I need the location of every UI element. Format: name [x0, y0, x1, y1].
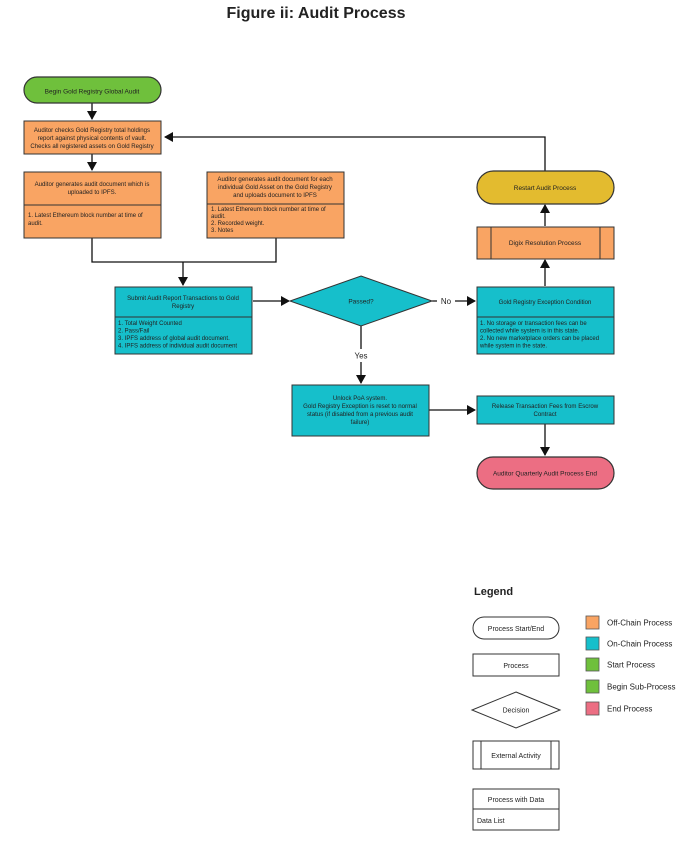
legend-data-list-label: Data List	[477, 818, 505, 825]
generate-individual-line-1: Auditor generates audit document for eac…	[217, 176, 332, 183]
legend-decision-shape	[470, 691, 562, 729]
legend-color-on-chain: On-Chain Process	[607, 640, 672, 649]
passed-decision-node: Passed?	[288, 275, 434, 327]
generate-individual-data-1: 1. Latest Ethereum block number at time …	[211, 207, 326, 213]
unlock-poa-line-1: Unlock PoA system.	[333, 395, 387, 402]
generate-individual-data-4: 3. Notes	[211, 228, 233, 234]
legend-swatch-end	[585, 701, 600, 716]
legend-color-start: Start Process	[607, 661, 655, 670]
passed-decision-label: Passed?	[348, 299, 374, 306]
legend: Legend Process Start/End Process Decisio…	[470, 586, 675, 831]
figure-title: Figure ii: Audit Process	[227, 5, 406, 22]
release-fees-line-1: Release Transaction Fees from Escrow	[492, 403, 599, 410]
legend-decision-label: Decision	[503, 708, 530, 715]
restart-audit-label: Restart Audit Process	[514, 185, 577, 192]
arrow-restart-to-check	[164, 132, 546, 171]
check-holdings-node: Auditor checks Gold Registry total holdi…	[23, 120, 162, 155]
generate-individual-line-3: and uploads document to IPFS	[233, 192, 317, 199]
unlock-poa-line-4: failure)	[351, 419, 370, 426]
check-holdings-line-3: Checks all registered assets on Gold Reg…	[30, 143, 154, 150]
generate-individual-data-2: audit.	[211, 214, 226, 220]
exception-data-1: 1. No storage or transaction fees can be	[480, 321, 587, 327]
no-branch-label: No	[441, 297, 452, 306]
exception-data-2: collected while system is in this state.	[480, 329, 580, 335]
legend-data-list-shape	[472, 808, 560, 831]
exception-condition-label: Gold Registry Exception Condition	[499, 299, 592, 306]
check-holdings-line-2: report against physical contents of vaul…	[38, 135, 147, 142]
legend-external-shape	[472, 740, 560, 770]
end-process-label: Auditor Quarterly Audit Process End	[493, 471, 597, 478]
end-process-node: Auditor Quarterly Audit Process End	[476, 456, 615, 490]
legend-process-shape	[472, 653, 560, 677]
release-fees-line-2: Contract	[533, 411, 556, 418]
legend-with-data-label: Process with Data	[488, 797, 545, 804]
generate-global-line-2: uploaded to IPFS.	[68, 189, 117, 196]
legend-swatch-start	[585, 657, 600, 672]
submit-report-data-4: 4. IPFS address of individual audit docu…	[118, 344, 237, 350]
legend-swatch-on-chain	[585, 636, 600, 651]
generate-global-data-1: 1. Latest Ethereum block number at time …	[28, 213, 143, 219]
submit-report-line-1: Submit Audit Report Transactions to Gold	[127, 295, 239, 302]
digix-resolution-label: Digix Resolution Process	[509, 240, 582, 247]
submit-report-data-3: 3. IPFS address of global audit document…	[118, 336, 230, 342]
begin-audit-node: Begin Gold Registry Global Audit	[23, 76, 162, 104]
submit-report-data-2: 2. Pass/Fail	[118, 329, 149, 335]
unlock-poa-line-2: Gold Registry Exception is reset to norm…	[303, 403, 417, 410]
submit-report-line-2: Registry	[172, 303, 195, 310]
legend-swatch-off-chain	[585, 615, 600, 630]
legend-color-end: End Process	[607, 705, 652, 714]
submit-audit-report-node: Submit Audit Report Transactions to Gold…	[114, 286, 253, 355]
line-merge-generate	[91, 238, 277, 263]
generate-global-line-1: Auditor generates audit document which i…	[35, 181, 150, 188]
legend-color-off-chain: Off-Chain Process	[607, 619, 672, 628]
generate-global-document-node: Auditor generates audit document which i…	[23, 171, 162, 239]
check-holdings-line-1: Auditor checks Gold Registry total holdi…	[34, 127, 150, 134]
generate-individual-line-2: individual Gold Asset on the Gold Regist…	[218, 184, 333, 191]
yes-branch-label: Yes	[354, 352, 367, 361]
legend-external-label: External Activity	[491, 753, 541, 760]
release-fees-node: Release Transaction Fees from Escrow Con…	[476, 395, 615, 425]
legend-process-label: Process	[503, 663, 529, 670]
legend-color-begin-sub: Begin Sub-Process	[607, 683, 675, 692]
unlock-poa-line-3: status (if disabled from a previous audi…	[307, 411, 413, 418]
submit-report-data-1: 1. Total Weight Counted	[118, 321, 182, 327]
generate-global-data-2: audit.	[28, 221, 43, 227]
legend-start-end-shape	[472, 616, 560, 640]
digix-resolution-node: Digix Resolution Process	[476, 226, 615, 260]
unlock-poa-node: Unlock PoA system. Gold Registry Excepti…	[291, 384, 430, 437]
legend-title: Legend	[474, 586, 513, 598]
exception-condition-node: Gold Registry Exception Condition 1. No …	[476, 286, 615, 355]
legend-start-end-label: Process Start/End	[488, 626, 545, 633]
exception-data-4: while system in the state.	[479, 344, 547, 350]
restart-audit-node: Restart Audit Process	[476, 170, 615, 205]
exception-data-3: 2. No new marketplace orders can be plac…	[480, 336, 599, 342]
generate-individual-data-3: 2. Recorded weight.	[211, 221, 265, 227]
legend-swatch-begin-sub	[585, 679, 600, 694]
begin-audit-label: Begin Gold Registry Global Audit	[45, 89, 140, 96]
generate-individual-document-node: Auditor generates audit document for eac…	[206, 171, 345, 239]
